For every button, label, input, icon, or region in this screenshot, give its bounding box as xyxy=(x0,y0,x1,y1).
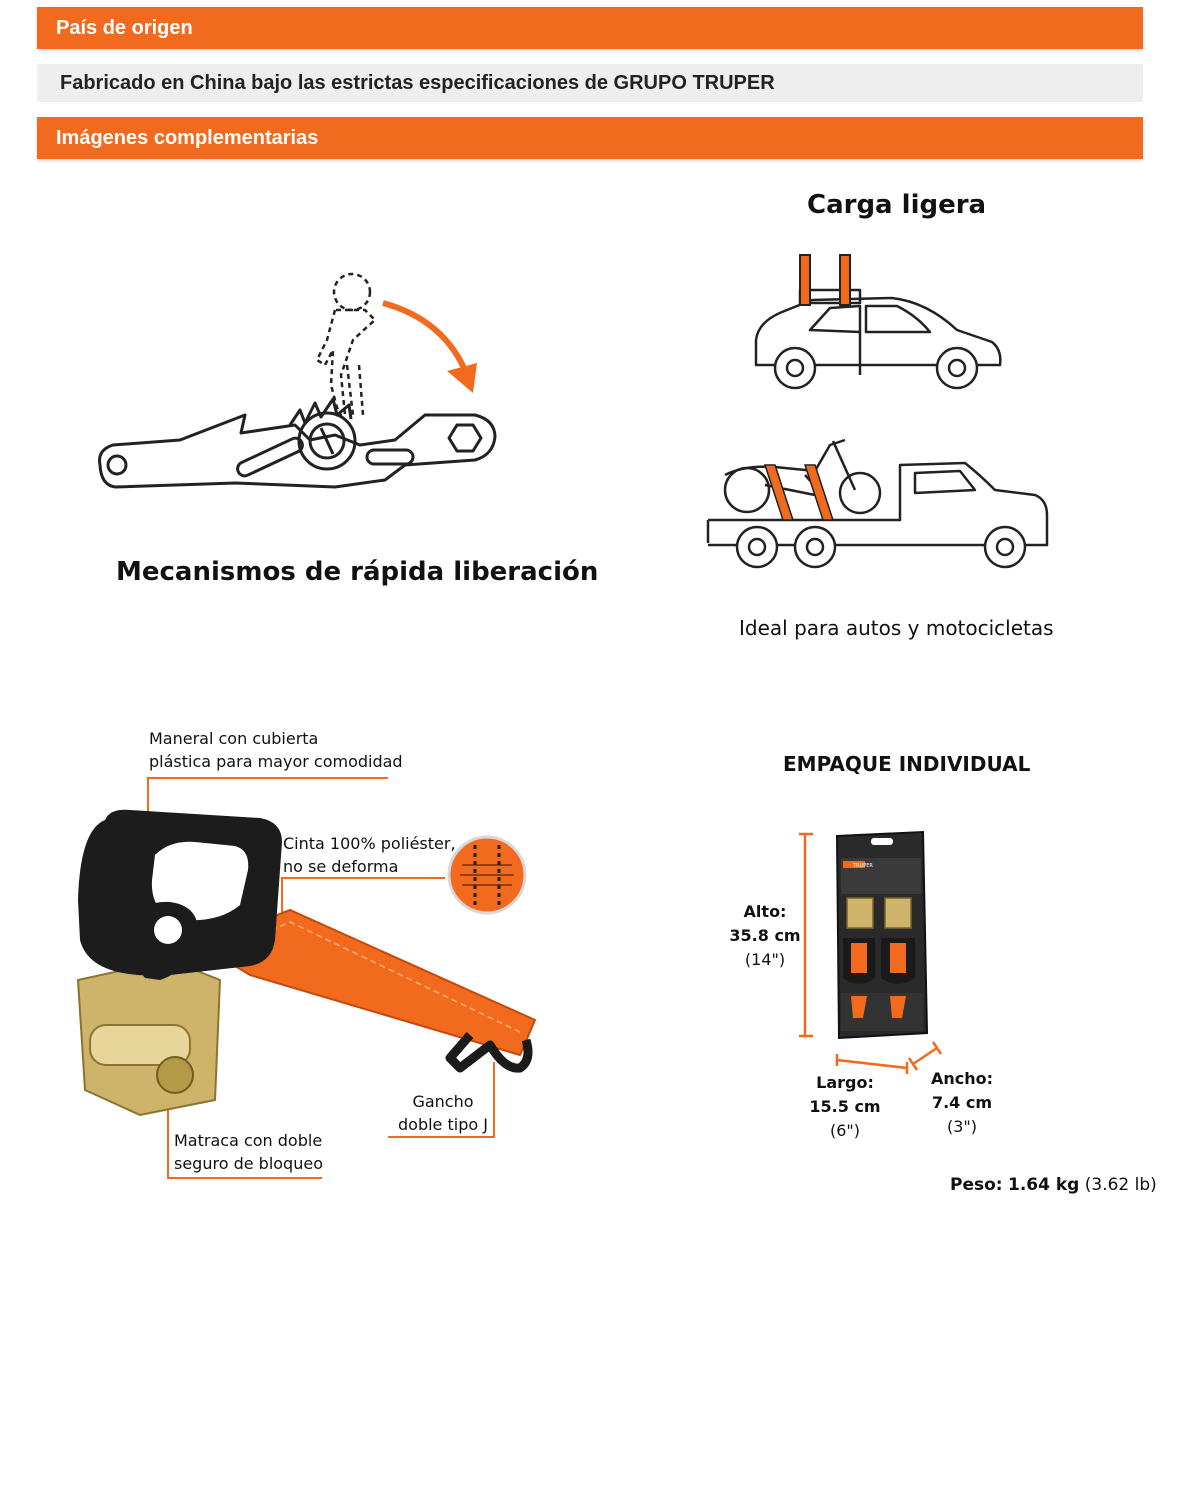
width-value: 7.4 cm xyxy=(931,1093,993,1112)
light-load-caption: Ideal para autos y motocicletas xyxy=(739,616,1054,640)
hook-callout-line2: doble tipo J xyxy=(398,1115,488,1134)
package-image: TRUPER xyxy=(799,830,943,1074)
length-value: 15.5 cm xyxy=(809,1097,881,1116)
section-header-images: Imágenes complementarias xyxy=(37,117,1143,159)
package-title: EMPAQUE INDIVIDUAL xyxy=(783,752,1031,776)
car-with-roof-load-icon xyxy=(754,254,1002,390)
height-inches: (14") xyxy=(744,950,786,969)
hook-callout-line1: Gancho xyxy=(412,1092,474,1111)
length-label: Largo: xyxy=(816,1073,874,1092)
width-label: Ancho: xyxy=(930,1069,994,1088)
origin-text: Fabricado en China bajo las estrictas es… xyxy=(37,64,1143,102)
width-inches: (3") xyxy=(946,1117,978,1136)
length-inches: (6") xyxy=(829,1121,861,1140)
weight-label: Peso: xyxy=(950,1175,1003,1195)
package-brand: TRUPER xyxy=(852,863,873,869)
weight-pounds: (3.62 lb) xyxy=(1084,1175,1157,1195)
section-header-origin: País de origen xyxy=(37,7,1143,49)
handle-callout-line2: plástica para mayor comodidad xyxy=(149,752,403,771)
strap-callout-line1: Cinta 100% poliéster, xyxy=(283,834,456,853)
package-weight: Peso: 1.64 kg (3.62 lb) xyxy=(950,1175,1157,1195)
handle-callout-line1: Maneral con cubierta xyxy=(149,729,319,748)
strap-callout-line2: no se deforma xyxy=(283,857,399,876)
height-value: 35.8 cm xyxy=(729,926,801,945)
mechanism-caption: Mecanismos de rápida liberación xyxy=(116,557,599,587)
light-load-title: Carga ligera xyxy=(807,190,987,220)
ratchet-callout-line2: seguro de bloqueo xyxy=(174,1154,323,1173)
quick-release-mechanism-icon xyxy=(98,272,497,489)
ratchet-strap-image xyxy=(76,777,537,1179)
ratchet-callout-line1: Matraca con doble xyxy=(174,1131,323,1150)
height-label: Alto: xyxy=(743,902,787,921)
truck-with-motorcycle-icon xyxy=(706,438,1049,569)
weight-value: 1.64 kg xyxy=(1008,1175,1080,1195)
